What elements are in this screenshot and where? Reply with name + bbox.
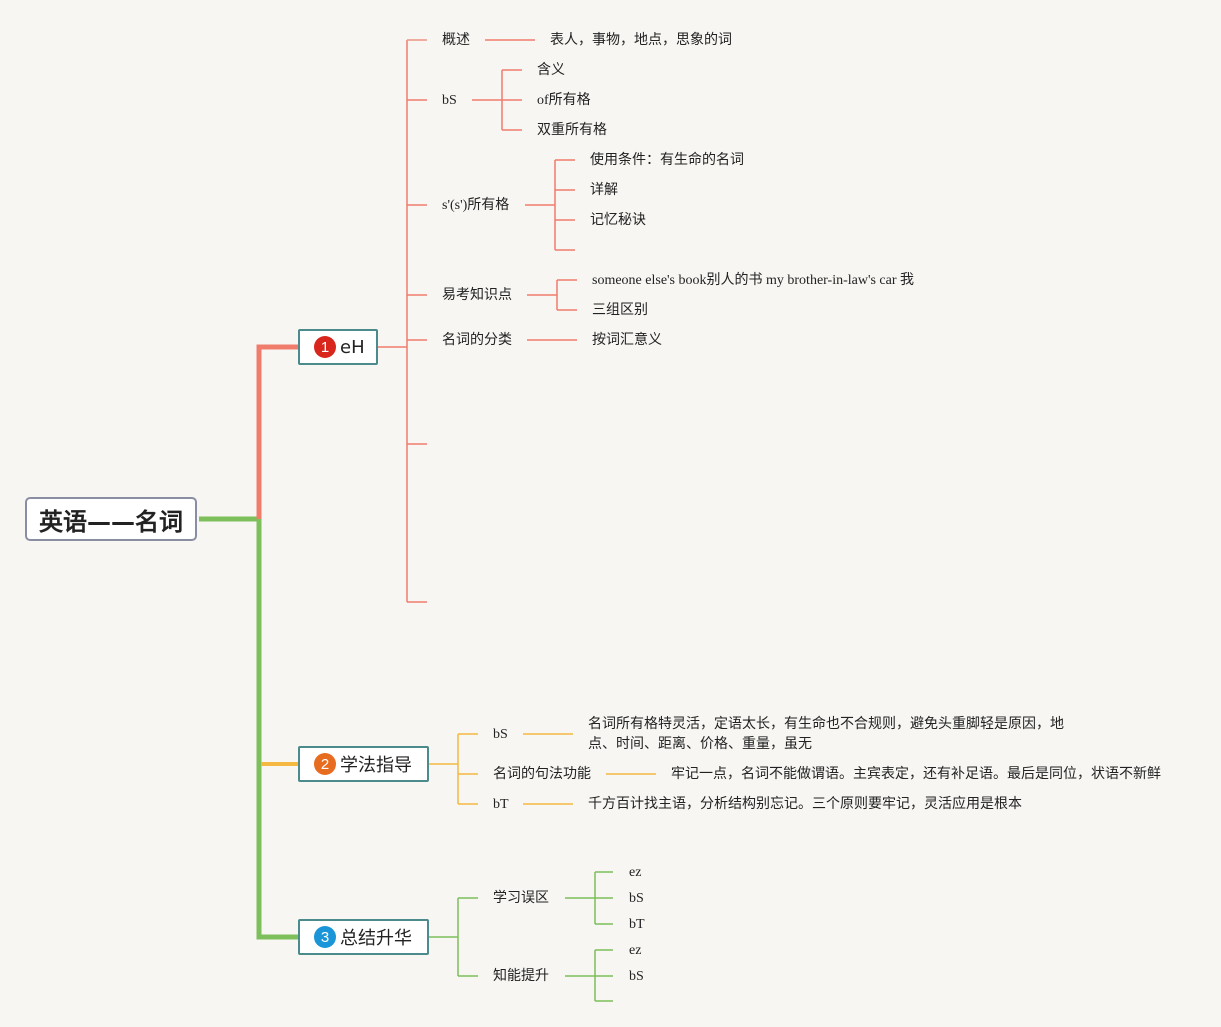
subtopic-exam-points[interactable]: 易考知识点	[442, 288, 512, 303]
leaf-syntax-rhyme[interactable]: 牢记一点，名词不能做谓语。主宾表定，还有补足语。最后是同位，状语不新鲜	[671, 767, 1161, 782]
branch-1-label: eH	[340, 336, 365, 358]
branch-2-topic[interactable]: 2 学法指导	[298, 746, 429, 782]
branch-3-topic[interactable]: 3 总结升华	[298, 919, 429, 955]
leaf-possessive-rhyme[interactable]: 名词所有格特灵活，定语太长，有生命也不合规则，避免头重脚轻是原因，地点、时间、距…	[588, 717, 1064, 752]
leaf-by-meaning[interactable]: 按词汇意义	[592, 333, 662, 348]
leaf-skill-bs[interactable]: bS	[629, 969, 644, 984]
leaf-of-possessive[interactable]: of所有格	[537, 93, 591, 108]
number-3-icon: 3	[314, 926, 336, 948]
leaf-pitfall-bs[interactable]: bS	[629, 891, 644, 906]
leaf-usage-condition[interactable]: 使用条件：有生命的名词	[590, 153, 744, 168]
root-to-branch3	[199, 516, 300, 940]
branch3-lines	[428, 871, 613, 1002]
root-to-branch1	[256, 344, 300, 519]
subtopic-noun-classification[interactable]: 名词的分类	[442, 333, 512, 348]
subtopic-skill-improvement[interactable]: 知能提升	[493, 969, 549, 984]
branch2-lines	[428, 733, 656, 805]
leaf-subject-rhyme[interactable]: 千方百计找主语，分析结构别忘记。三个原则要牢记，灵活应用是根本	[588, 797, 1022, 812]
branch-3-label: 总结升华	[340, 928, 412, 949]
leaf-overview-definition[interactable]: 表人，事物，地点，思象的词	[550, 33, 732, 48]
root-topic[interactable]: 英语——名词	[25, 497, 197, 541]
leaf-pitfall-bt[interactable]: bT	[629, 917, 645, 932]
leaf-double-possessive[interactable]: 双重所有格	[537, 123, 607, 138]
subtopic-bs[interactable]: bS	[442, 93, 457, 108]
number-1-icon: 1	[314, 336, 336, 358]
subtopic-method-bs[interactable]: bS	[493, 727, 508, 742]
branch-2-label: 学法指导	[340, 755, 412, 776]
subtopic-learning-pitfalls[interactable]: 学习误区	[493, 891, 549, 906]
subtopic-method-bt[interactable]: bT	[493, 797, 509, 812]
subtopic-overview[interactable]: 概述	[442, 33, 470, 48]
branch-1-topic[interactable]: 1 eH	[298, 329, 378, 365]
leaf-three-differences[interactable]: 三组区别	[592, 303, 648, 318]
leaf-memory-tips[interactable]: 记忆秘诀	[590, 213, 646, 228]
leaf-meaning[interactable]: 含义	[537, 63, 565, 78]
leaf-details[interactable]: 详解	[590, 183, 618, 198]
subtopic-s-possessive[interactable]: s'(s')所有格	[442, 198, 510, 213]
subtopic-syntax-function[interactable]: 名词的句法功能	[493, 767, 591, 782]
leaf-skill-ez[interactable]: ez	[629, 943, 642, 958]
leaf-pitfall-ez[interactable]: ez	[629, 865, 642, 880]
number-2-icon: 2	[314, 753, 336, 775]
leaf-example[interactable]: someone else's book别人的书 my brother-in-la…	[592, 273, 915, 288]
